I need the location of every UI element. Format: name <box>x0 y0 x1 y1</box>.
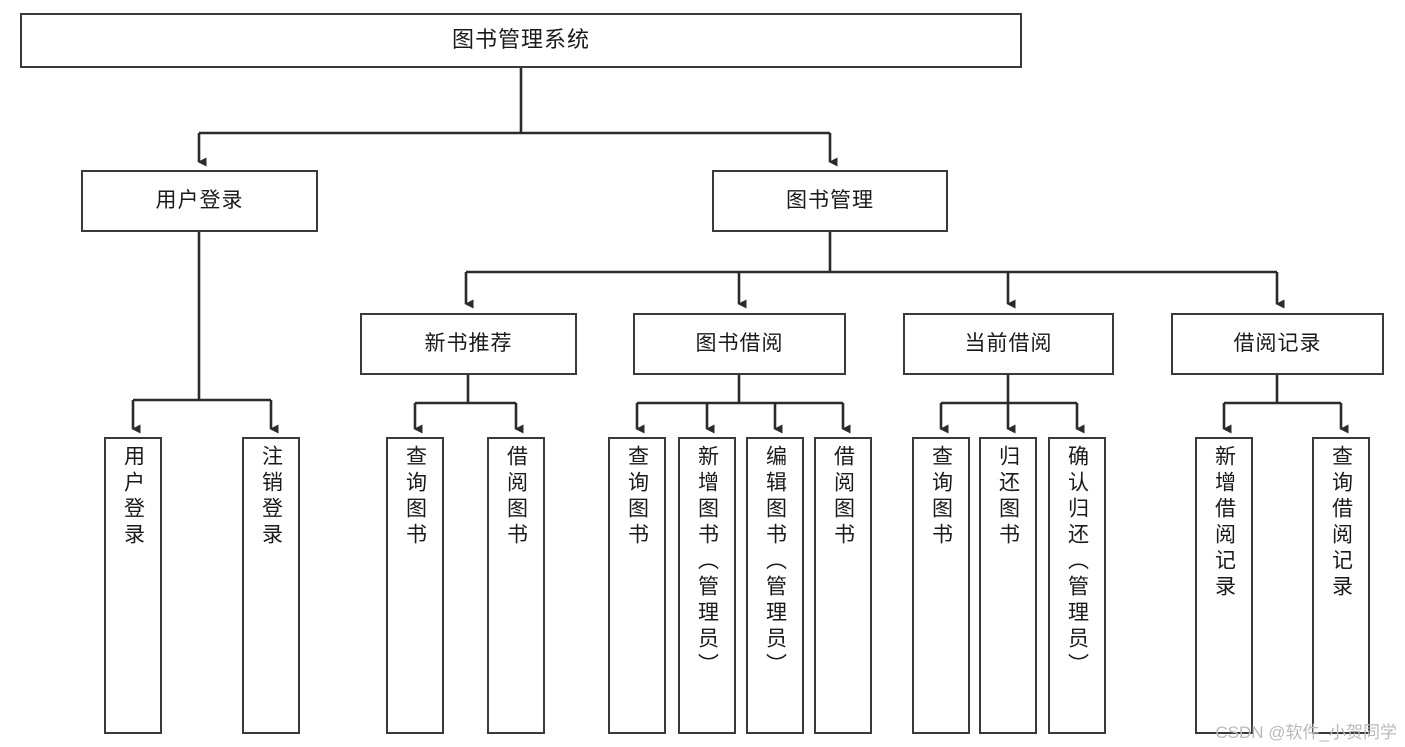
node-label: 编辑图书（管理员） <box>763 445 787 679</box>
leaf-add-book-admin[interactable]: 新增图书（管理员） <box>678 437 736 734</box>
leaf-query-book-borrow[interactable]: 查询图书 <box>608 437 666 734</box>
node-label: 当前借阅 <box>964 332 1053 356</box>
leaf-query-book-current[interactable]: 查询图书 <box>912 437 970 734</box>
node-label: 借阅记录 <box>1233 332 1322 356</box>
leaf-query-book-recommend[interactable]: 查询图书 <box>386 437 444 734</box>
node-label: 新书推荐 <box>424 332 513 356</box>
leaf-confirm-return-admin[interactable]: 确认归还（管理员） <box>1048 437 1106 734</box>
leaf-logout[interactable]: 注销登录 <box>242 437 300 734</box>
node-label: 查询图书 <box>625 445 649 549</box>
leaf-query-borrow-record[interactable]: 查询借阅记录 <box>1312 437 1370 734</box>
node-book-management[interactable]: 图书管理 <box>712 170 948 232</box>
node-new-book-recommendation[interactable]: 新书推荐 <box>360 313 577 375</box>
node-label: 图书管理系统 <box>451 27 590 53</box>
node-book-borrowing[interactable]: 图书借阅 <box>633 313 846 375</box>
node-label: 新增借阅记录 <box>1212 445 1236 601</box>
node-user-login[interactable]: 用户登录 <box>81 170 318 232</box>
watermark-text: CSDN @软件_小贺同学 <box>1215 723 1397 742</box>
node-label: 查询图书 <box>403 445 427 549</box>
node-label: 注销登录 <box>259 445 283 549</box>
leaf-user-login[interactable]: 用户登录 <box>104 437 162 734</box>
node-label: 用户登录 <box>121 445 145 549</box>
node-label: 查询借阅记录 <box>1329 445 1353 601</box>
node-label: 借阅图书 <box>831 445 855 549</box>
node-book-management-system[interactable]: 图书管理系统 <box>20 13 1022 68</box>
leaf-edit-book-admin[interactable]: 编辑图书（管理员） <box>746 437 804 734</box>
node-label: 图书借阅 <box>695 332 784 356</box>
node-label: 借阅图书 <box>504 445 528 549</box>
node-label: 确认归还（管理员） <box>1065 445 1089 679</box>
leaf-borrow-book-recommend[interactable]: 借阅图书 <box>487 437 545 734</box>
leaf-borrow-book[interactable]: 借阅图书 <box>814 437 872 734</box>
node-label: 归还图书 <box>996 445 1020 549</box>
node-label: 用户登录 <box>155 189 244 213</box>
node-label: 图书管理 <box>786 189 874 213</box>
node-borrowing-record[interactable]: 借阅记录 <box>1171 313 1384 375</box>
node-label: 查询图书 <box>929 445 953 549</box>
node-current-borrowing[interactable]: 当前借阅 <box>903 313 1114 375</box>
leaf-add-borrow-record[interactable]: 新增借阅记录 <box>1195 437 1253 734</box>
leaf-return-book[interactable]: 归还图书 <box>979 437 1037 734</box>
node-label: 新增图书（管理员） <box>695 445 719 679</box>
